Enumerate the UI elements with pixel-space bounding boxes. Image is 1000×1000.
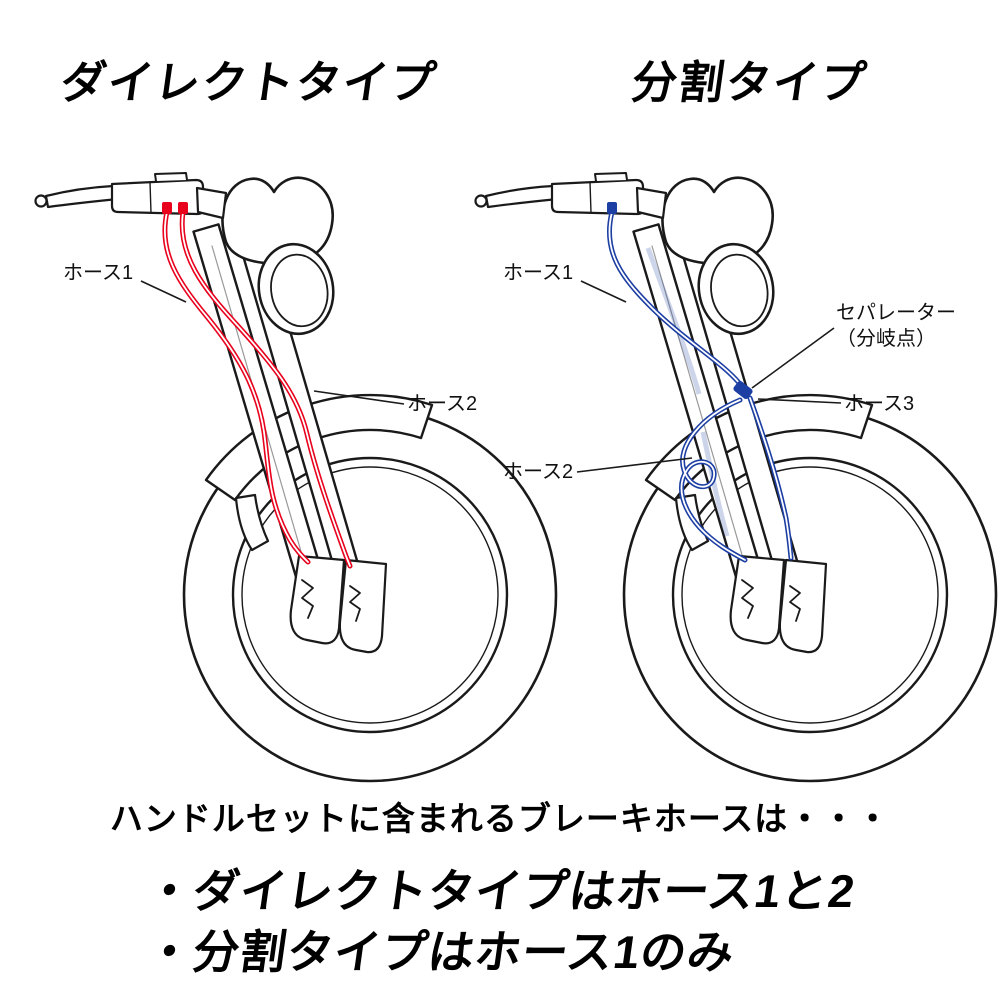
direct-hoses-core bbox=[163, 211, 351, 567]
split-hose-fittings bbox=[607, 202, 753, 400]
leader-hose1-right bbox=[580, 280, 627, 303]
split-hoses-core bbox=[608, 211, 792, 561]
footer-bullet-direct: ・ダイレクトタイプはホース1と2 bbox=[142, 865, 859, 917]
label-hose2-direct: ホース2 bbox=[407, 393, 478, 415]
label-separator: セパレーター （分岐点） bbox=[836, 302, 956, 350]
leader-lines bbox=[140, 280, 842, 473]
label-hose3-split: ホース3 bbox=[844, 393, 915, 415]
footer-bullet-split: ・分割タイプはホース1のみ bbox=[142, 926, 739, 978]
leader-hose2-left bbox=[313, 390, 405, 405]
split-hose-banjo bbox=[607, 202, 617, 214]
leader-separator bbox=[751, 327, 835, 389]
separator-block bbox=[733, 380, 753, 400]
footer-intro-text: ハンドルセットに含まれるブレーキホースは・・・ bbox=[109, 800, 891, 837]
label-hose1-split: ホース1 bbox=[503, 262, 574, 284]
leader-hose3-right bbox=[757, 398, 842, 404]
direct-hose-fittings bbox=[162, 202, 188, 214]
leader-hose2-right bbox=[576, 457, 693, 473]
leader-hose1-left bbox=[140, 280, 187, 303]
label-hose1-direct: ホース1 bbox=[63, 262, 134, 284]
split-hose-pale-segments bbox=[645, 247, 730, 537]
label-hose2-split: ホース2 bbox=[503, 461, 574, 483]
